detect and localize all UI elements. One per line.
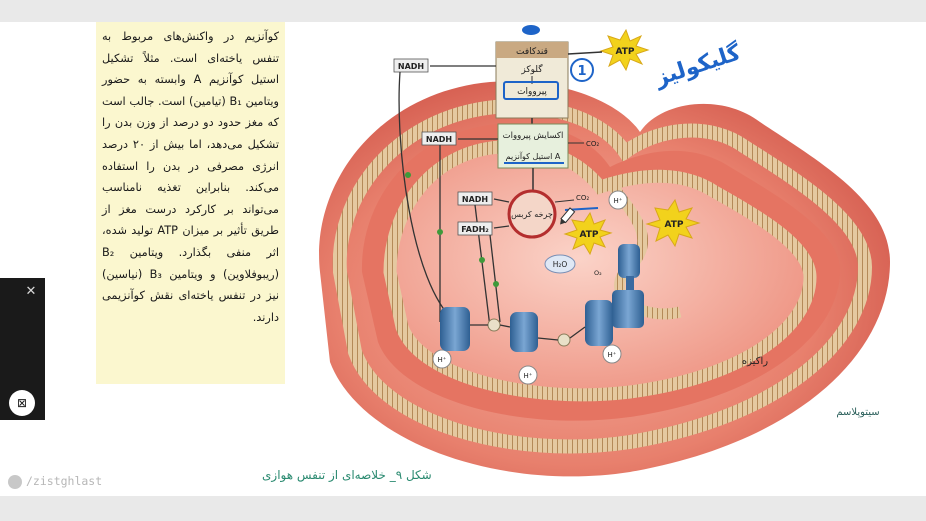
outer-membrane (332, 99, 873, 454)
glucose-label: گلوکز (520, 63, 543, 75)
nadh-path-1 (398, 71, 456, 323)
nadh-box-1 (393, 58, 429, 73)
fadh2-arrow (493, 225, 510, 229)
nadh-box-2 (421, 131, 457, 146)
h-plus-bubble-2 (432, 349, 452, 369)
atp-label-2: ATP (579, 230, 598, 240)
watermark-logo-icon (8, 474, 22, 489)
krebs-cycle (507, 189, 557, 239)
atp-synthase-base (612, 290, 644, 328)
oxidation-box (497, 123, 569, 169)
atp-label-3: ATP (664, 220, 683, 230)
h-plus-label-4: H⁺ (608, 351, 617, 359)
pyruvate-annotation (503, 81, 559, 100)
etc-protein-3 (585, 300, 613, 346)
electron-dot-3 (479, 257, 485, 263)
page: کوآنزیم در واکنش‌های مربوط به تنفس یاخته… (0, 22, 926, 496)
o2-label: O₂ (594, 269, 602, 277)
pyruvate-label: پیرووات (517, 87, 547, 97)
fadh2-path (489, 234, 501, 323)
electron-dot-1 (405, 172, 411, 178)
h-plus-label-1: H⁺ (614, 197, 623, 205)
glycolysis-label: قندکافت (516, 47, 548, 57)
fadh2-label: FADH₂ (461, 225, 489, 234)
electron-path (470, 324, 586, 341)
co2-label-2: CO₂ (576, 194, 589, 202)
nadh-label-1: NADH (398, 62, 424, 71)
atp-synthase-head (618, 244, 640, 278)
h-plus-label-2: H⁺ (438, 356, 447, 364)
nadh-arrow-3 (493, 198, 510, 203)
h-plus-label-3: H⁺ (524, 372, 533, 380)
h2o-label: H₂O (553, 260, 568, 269)
atp-burst-3 (645, 198, 701, 248)
electron-dot-2 (437, 229, 443, 235)
circled-number-text: 1 (577, 64, 586, 79)
etc-protein-1 (440, 307, 470, 351)
fadh2-box (457, 221, 493, 236)
handwritten-note: گلیکولیز (651, 38, 744, 91)
oxidation-label: اکسایش پیرووات (503, 131, 564, 141)
video-overlay: ✕ ⊠ (0, 278, 45, 420)
close-icon[interactable]: ✕ (25, 284, 37, 299)
panel-paragraph: کوآنزیم در واکنش‌های مربوط به تنفس یاخته… (102, 30, 280, 324)
atp-burst-2 (563, 211, 613, 256)
bottom-bar (0, 496, 926, 521)
ink-dot (522, 25, 540, 35)
ubiquinone-1 (487, 318, 501, 332)
matrix-label: راکیزه (742, 356, 768, 367)
circled-number (570, 58, 594, 82)
atp-arrow-1 (567, 51, 603, 55)
figure-caption: شکل ۹_ خلاصه‌ای از تنفس هوازی (262, 468, 432, 482)
atp-synthase-stalk (626, 276, 634, 292)
watermark: /zistghlast (8, 474, 102, 489)
ubiquinone-2 (557, 333, 571, 347)
nadh-label-3: NADH (462, 195, 488, 204)
pencil-icon[interactable] (558, 207, 576, 226)
nadh-label-2: NADH (426, 135, 452, 144)
glycolysis-header-bg (496, 42, 568, 58)
h-plus-bubble-1 (608, 190, 628, 210)
respiration-diagram: قندکافت گلوکز پیرووات ATP گلیکولیز 1 NAD… (319, 25, 890, 477)
atp-label-1: ATP (615, 47, 634, 57)
co2-arrow-2 (554, 199, 575, 203)
krebs-label: چرخه کربس (511, 210, 553, 219)
atp-burst-1 (599, 28, 650, 72)
co2-label-1: CO₂ (586, 140, 599, 148)
h2o-bubble (544, 254, 576, 274)
acetyl-label: استیل کوآنزیم A (506, 151, 561, 161)
electron-dot-4 (493, 281, 499, 287)
etc-protein-2 (510, 312, 538, 352)
h-plus-bubble-4 (602, 344, 622, 364)
cytoplasm-label: سیتوپلاسم (836, 407, 879, 418)
h-plus-bubble-3 (518, 365, 538, 385)
text-panel: کوآنزیم در واکنش‌های مربوط به تنفس یاخته… (96, 22, 285, 384)
watermark-text: /zistghlast (26, 474, 103, 488)
pip-icon[interactable]: ⊠ (9, 390, 35, 416)
